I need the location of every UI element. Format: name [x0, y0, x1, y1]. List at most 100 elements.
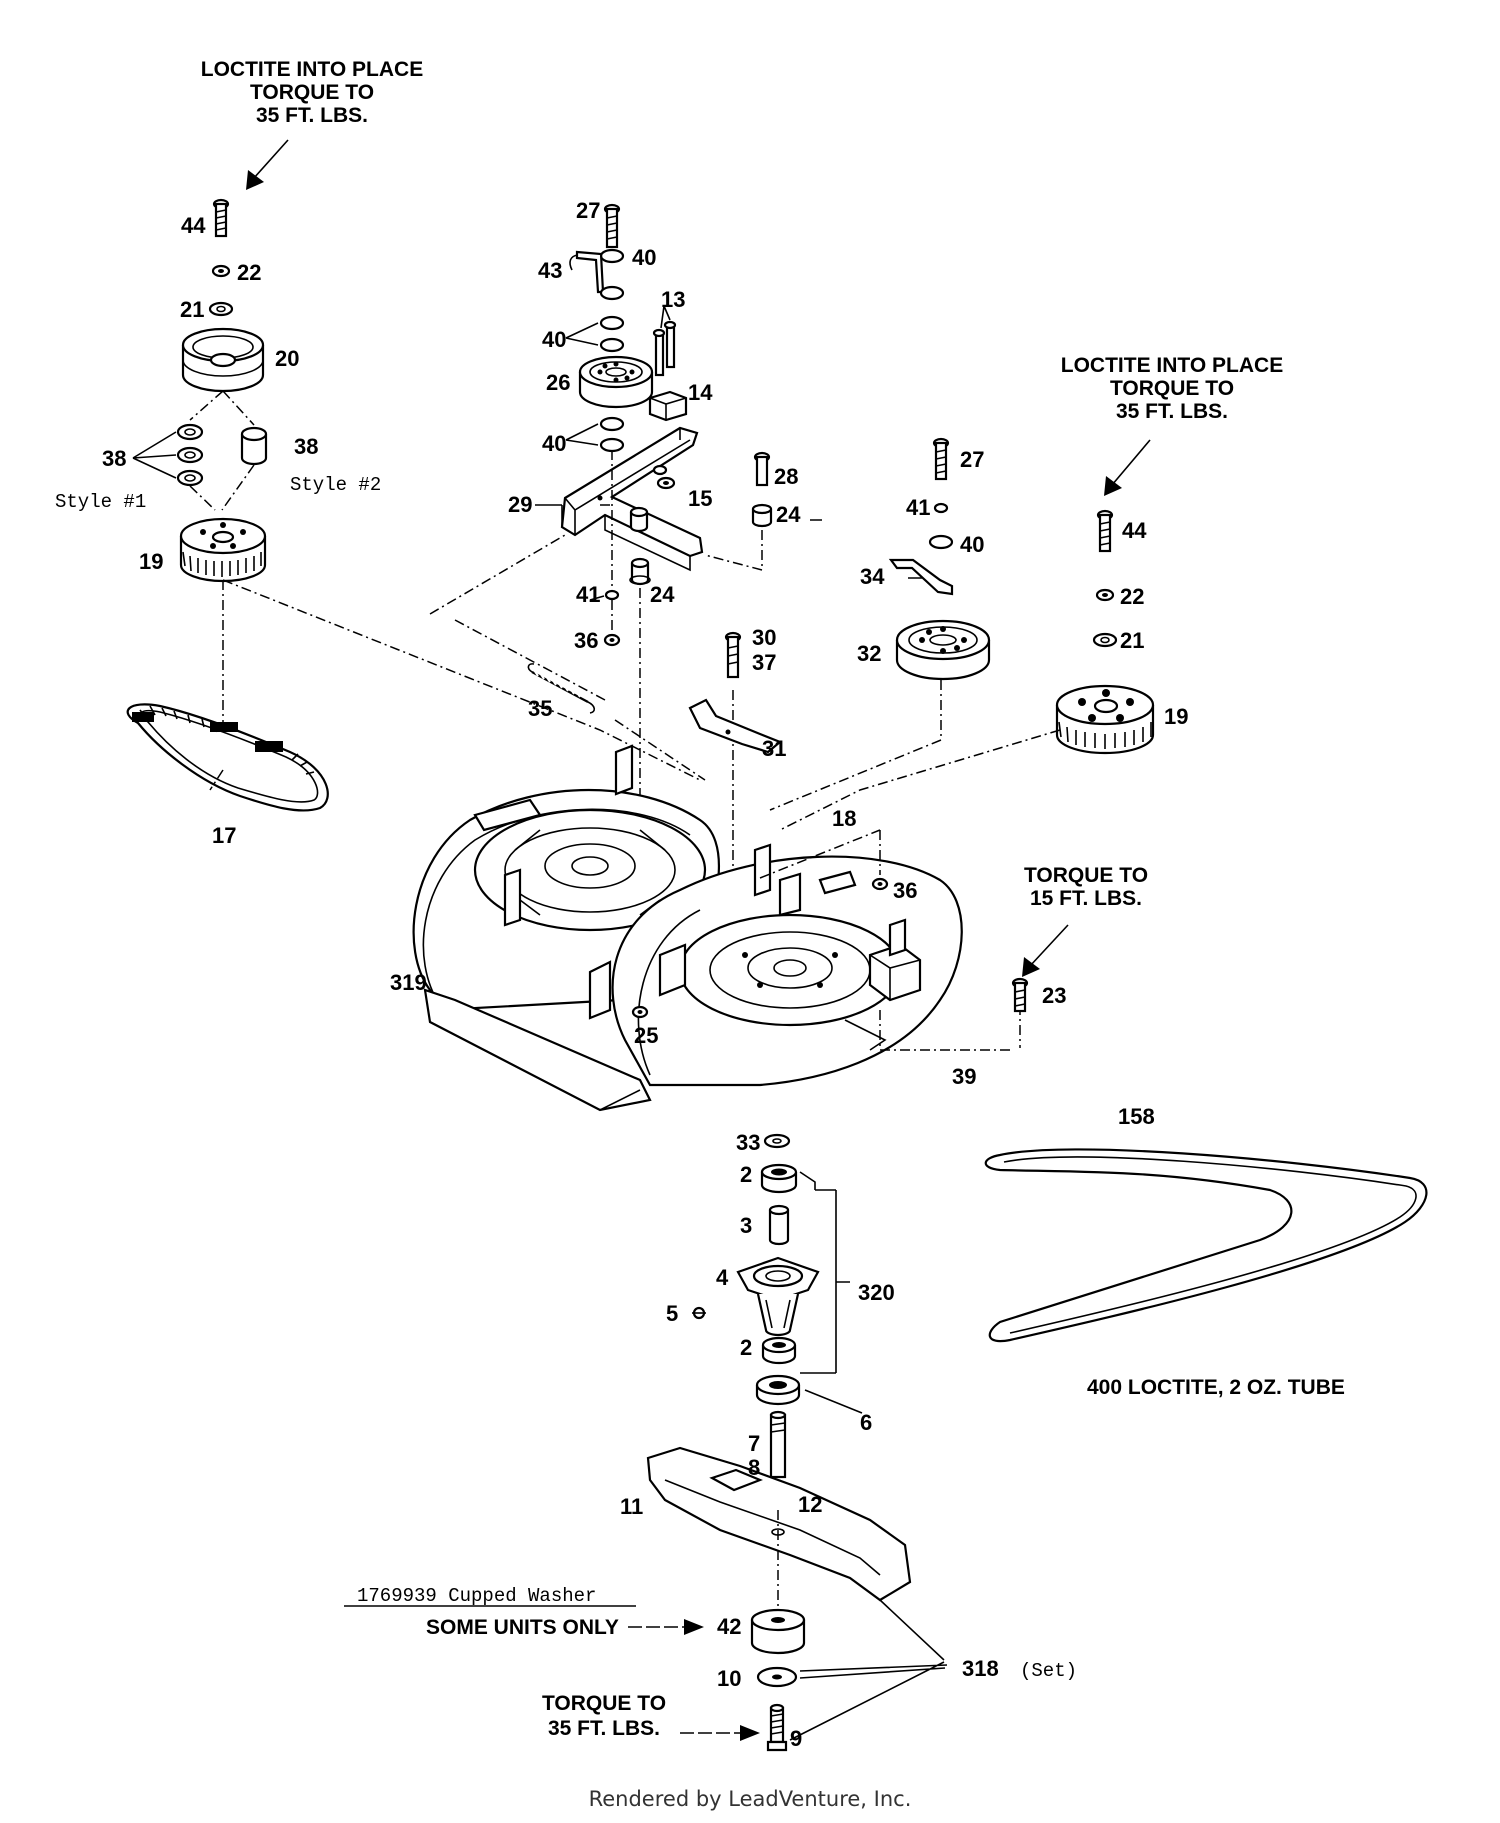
bolts-13 — [652, 320, 677, 377]
gear-pulley-19-left — [179, 517, 267, 583]
washer-10 — [756, 1666, 798, 1688]
note-loctite-top-left: LOCTITE INTO PLACE TORQUE TO 35 FT. LBS. — [201, 58, 423, 190]
gear-pulley-19-right — [1055, 684, 1155, 755]
assembly-line — [769, 680, 942, 811]
grease-fitting-5 — [692, 1306, 706, 1320]
label-40: 40 — [960, 532, 984, 557]
belt-158 — [984, 1148, 1428, 1343]
note-torque-15: TORQUE TO 15 FT. LBS. — [1022, 864, 1148, 977]
assembly-line — [779, 729, 1061, 831]
label-style-1: Style #1 — [55, 491, 146, 513]
label-27: 27 — [960, 447, 984, 472]
assembly-line — [429, 534, 706, 781]
label-44: 44 — [181, 213, 206, 238]
label-32: 32 — [857, 641, 881, 666]
pulley-20 — [181, 327, 265, 393]
leader — [132, 431, 177, 479]
label-7: 7 — [748, 1431, 760, 1456]
label-33: 33 — [736, 1130, 760, 1155]
label-11: 11 — [620, 1494, 643, 1519]
assembly-line — [611, 450, 641, 1010]
bolt-27-top — [603, 203, 621, 249]
label-13: 13 — [661, 287, 685, 312]
bracket-29 — [560, 426, 704, 572]
label-40: 40 — [542, 431, 566, 456]
note-line: 35 FT. LBS. — [548, 1717, 660, 1740]
washer-33 — [763, 1133, 791, 1149]
arrow-torque-bottom — [680, 1725, 760, 1741]
bolt-44-right — [1096, 509, 1114, 553]
bracket-31 — [688, 698, 783, 754]
arrowhead-icon — [1104, 476, 1122, 496]
label-43: 43 — [538, 258, 562, 283]
label-19: 19 — [139, 549, 163, 574]
label-2: 2 — [740, 1162, 752, 1187]
assembly-line — [704, 530, 763, 571]
label-44: 44 — [1122, 518, 1147, 543]
washer-21 — [208, 301, 234, 317]
label-17: 17 — [212, 823, 236, 848]
spindle-shaft-7 — [769, 1410, 787, 1479]
spacer-24-right — [751, 503, 773, 528]
leaders — [535, 504, 922, 601]
note-line: LOCTITE INTO PLACE — [201, 58, 423, 81]
washer-41 — [604, 589, 620, 601]
note-line: 15 FT. LBS. — [1030, 887, 1142, 910]
spacer-24 — [629, 506, 649, 533]
label-12: 12 — [798, 1492, 822, 1517]
arrow-icon — [1029, 924, 1069, 967]
washer-40-c — [599, 337, 625, 353]
label-41: 41 — [906, 495, 930, 520]
label-38: 38 — [102, 446, 126, 471]
label-37: 37 — [752, 650, 776, 675]
leader — [565, 322, 599, 346]
label-6: 6 — [860, 1410, 872, 1435]
label-9: 9 — [790, 1726, 802, 1751]
bushing-24 — [629, 557, 651, 586]
label-22: 22 — [1120, 584, 1144, 609]
washer-41-right — [933, 502, 949, 514]
washer-40 — [599, 248, 625, 264]
label-39: 39 — [952, 1064, 976, 1089]
note-cupped-washer: 1769939 Cupped Washer SOME UNITS ONLY — [344, 1585, 636, 1639]
bolt-27-right — [932, 437, 950, 481]
assembly-line — [209, 580, 224, 791]
label-29: 29 — [508, 492, 532, 517]
washer — [599, 285, 625, 301]
label-31: 31 — [762, 736, 786, 761]
mower-deck-319 — [412, 744, 963, 1112]
label-36: 36 — [574, 628, 598, 653]
label-15: 15 — [688, 486, 712, 511]
spindle-assembly — [692, 1133, 863, 1512]
label-35: 35 — [528, 696, 552, 721]
label-318: 318 — [962, 1656, 999, 1681]
label-style-2: Style #2 — [290, 474, 381, 496]
bearing-2-top — [760, 1163, 798, 1194]
rod-34 — [888, 558, 954, 596]
label-5: 5 — [666, 1301, 678, 1326]
label-36: 36 — [893, 878, 917, 903]
label-40: 40 — [542, 327, 566, 352]
block-14 — [648, 390, 688, 422]
blade-bolt-9 — [766, 1703, 788, 1752]
label-25: 25 — [634, 1023, 658, 1048]
bearing-2-bottom — [761, 1336, 797, 1365]
label-19: 19 — [1164, 704, 1188, 729]
label-38: 38 — [294, 434, 318, 459]
idler-bracket-stack — [560, 203, 704, 1010]
arrowhead-icon — [246, 170, 264, 190]
leader-318 — [789, 1599, 948, 1741]
washer-40-e — [599, 437, 625, 453]
arrow-icon — [253, 139, 289, 179]
cupped-washer-42 — [750, 1608, 806, 1655]
label-28: 28 — [774, 464, 798, 489]
assembly-line — [759, 829, 1021, 1051]
washer-40-d — [599, 416, 625, 432]
note-line: TORQUE TO — [250, 81, 374, 104]
label-set: (Set) — [1020, 1660, 1077, 1682]
label-22: 22 — [237, 260, 261, 285]
label-20: 20 — [275, 346, 299, 371]
note-loctite-right: LOCTITE INTO PLACE TORQUE TO 35 FT. LBS. — [1061, 354, 1283, 496]
leader — [565, 423, 599, 446]
